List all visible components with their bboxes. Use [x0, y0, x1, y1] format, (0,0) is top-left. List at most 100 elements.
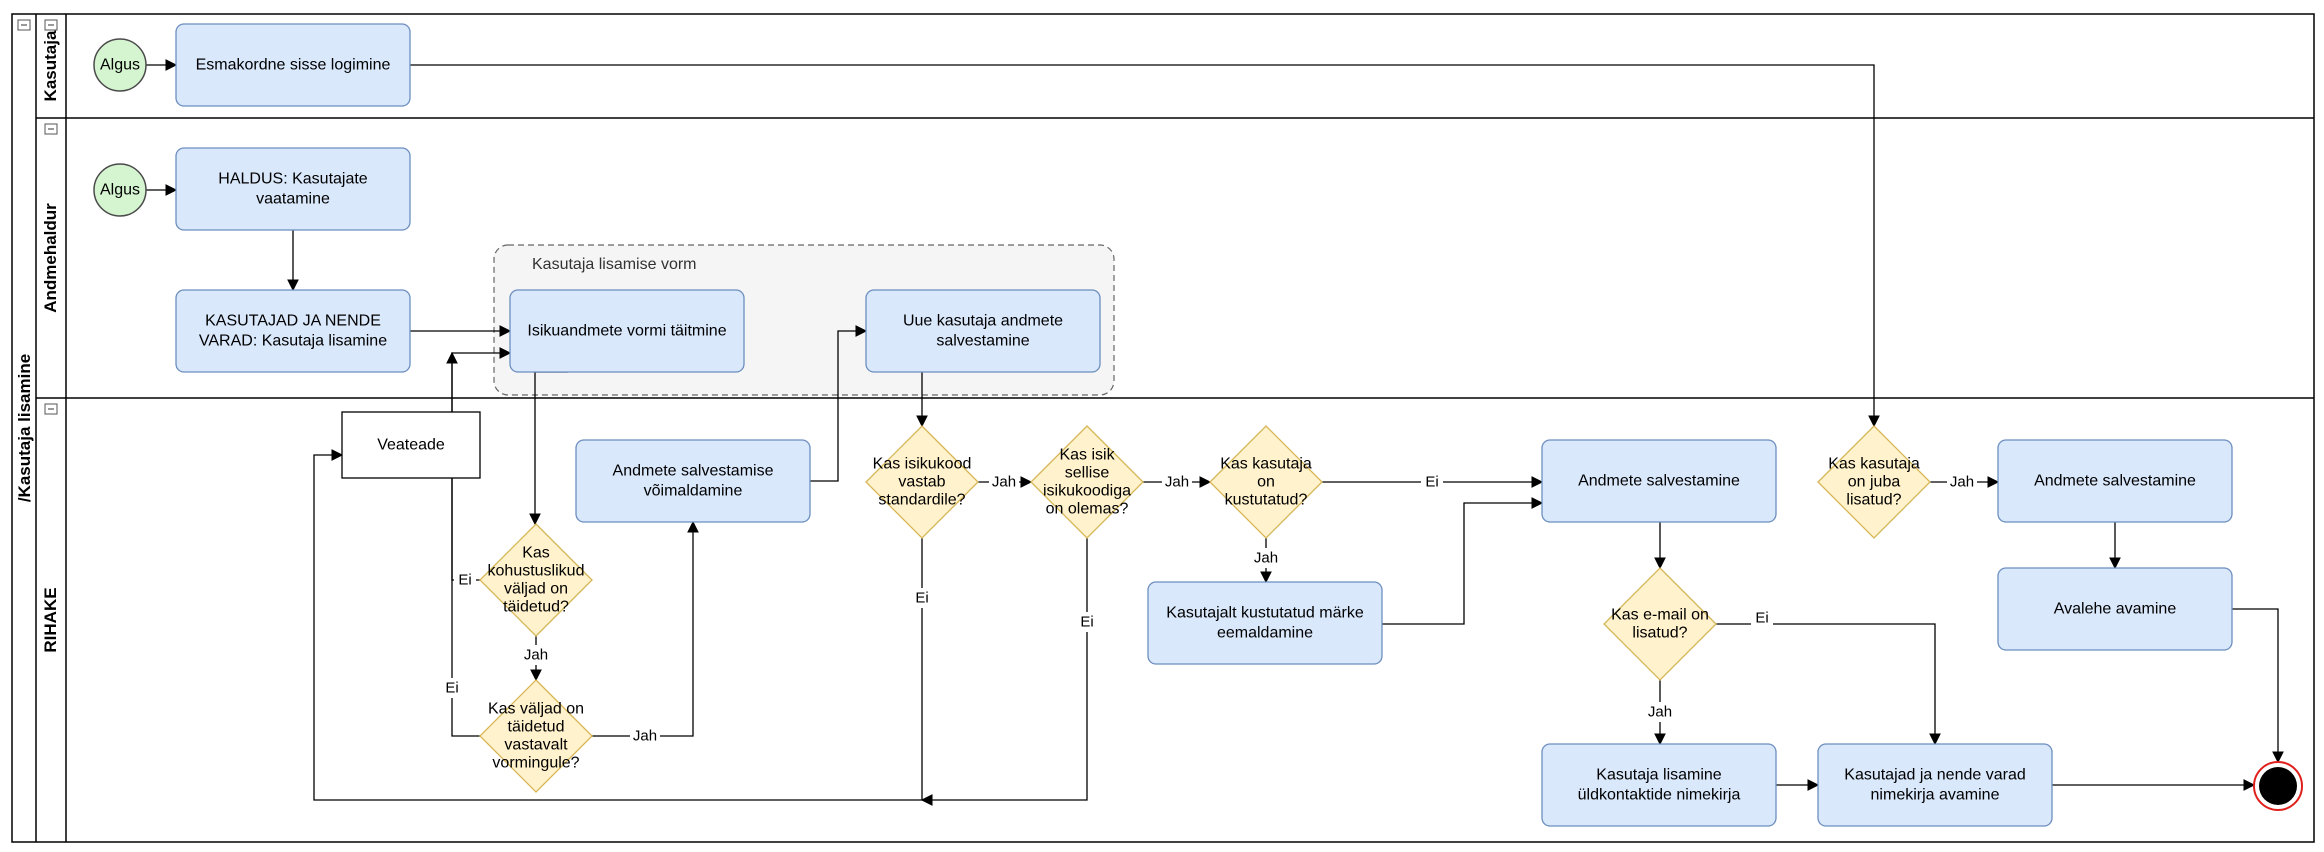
pool-frame	[11, 13, 2315, 843]
pool-title: /Kasutaja lisamine	[15, 354, 34, 502]
edge-label-text: Ei	[458, 572, 471, 589]
edge-label-g_email: Ei	[1751, 608, 1773, 628]
gateway-shape	[1030, 425, 1144, 539]
lane-title-rihake: RIHAKE	[41, 587, 60, 652]
lane-rihake-collapse-icon[interactable]	[44, 403, 58, 415]
edge-label-g_isikukood: Jah	[989, 472, 1019, 492]
node-salvestamine1[interactable]: Andmete salvestamine	[1541, 439, 1777, 523]
edge-g_olemas-to-veateade	[920, 538, 1088, 806]
end-event-core	[2259, 767, 2297, 805]
gateway-shape	[865, 425, 979, 539]
edge-label-text: Ei	[1425, 474, 1438, 491]
gateway-shape	[1817, 425, 1931, 539]
edge-label-text: Ei	[1080, 614, 1093, 631]
lane-title-kasutaja: Kasutaja	[41, 30, 60, 101]
gateway-shape	[479, 679, 593, 793]
task-label: Isikuandmete vormi täitmine	[527, 323, 726, 340]
edge-avalehe-to-end	[2232, 608, 2284, 764]
gateway-shape	[1603, 567, 1717, 681]
task-shape	[175, 23, 411, 107]
edge-g_isikukood-to-veateade	[313, 449, 923, 801]
task-shape	[1541, 439, 1777, 523]
task-shape	[175, 289, 411, 373]
edge-label-g_kustutatud: Ei	[1421, 472, 1443, 492]
node-esmakordne[interactable]: Esmakordne sisse logimine	[175, 23, 411, 107]
edge-label-text: Jah	[992, 474, 1016, 491]
start-event-shape	[93, 163, 147, 217]
task-shape	[1997, 567, 2233, 651]
node-veateade[interactable]: Veateade	[341, 411, 481, 479]
task-shape	[175, 147, 411, 231]
note-label: Veateade	[377, 437, 445, 454]
edge-voimaldamine-to-uue_kasutaja	[810, 325, 868, 482]
edge-label-g_kustutatud: Jah	[1251, 548, 1281, 568]
edge-label-g_vormingule: Ei	[441, 678, 463, 698]
edge-g_vormingule-to-isikuandmete	[446, 351, 480, 737]
edge-label-text: Jah	[633, 728, 657, 745]
edge-label-text: Ei	[445, 680, 458, 697]
pool-collapse-icon[interactable]	[17, 19, 31, 31]
node-isikuandmete[interactable]: Isikuandmete vormi täitmine	[509, 289, 745, 373]
task-label: Andmete salvestamine	[1578, 473, 1740, 490]
task-shape	[1147, 581, 1383, 665]
task-shape	[575, 439, 811, 523]
edge-label-g_kohustuslikud: Ei	[454, 570, 476, 590]
task-shape	[1817, 743, 2053, 827]
task-shape	[1997, 439, 2233, 523]
lane-kasutaja-collapse-icon[interactable]	[44, 19, 58, 31]
edge-label-g_email: Jah	[1645, 702, 1675, 722]
lane-title-andmehaldur: Andmehaldur	[41, 203, 60, 313]
node-avalehe[interactable]: Avalehe avamine	[1997, 567, 2233, 651]
edge-label-text: Jah	[524, 647, 548, 664]
task-label: Andmete salvestamine	[2034, 473, 2196, 490]
edge-label-text: Ei	[915, 590, 928, 607]
edge-label-g_vormingule: Jah	[630, 726, 660, 746]
edge-label-g_isikukood: Ei	[911, 588, 933, 608]
task-shape	[509, 289, 745, 373]
task-label: Avalehe avamine	[2054, 601, 2177, 618]
node-salvestamine2[interactable]: Andmete salvestamine	[1997, 439, 2233, 523]
lane-andmehaldur-collapse-icon[interactable]	[44, 123, 58, 135]
edge-label-g_olemas: Ei	[1076, 612, 1098, 632]
start-event-shape	[93, 38, 147, 92]
edge-esmakordne-to-g_juba	[410, 64, 1880, 428]
edge-label-g_juba: Jah	[1947, 472, 1977, 492]
node-start1[interactable]: Algus	[93, 38, 147, 92]
start-event-label: Algus	[100, 182, 140, 199]
task-shape	[1541, 743, 1777, 827]
edge-g_vormingule-to-voimaldamine	[592, 520, 699, 737]
task-shape	[865, 289, 1101, 373]
edge-kustutatud_marke-to-salvestamine1	[1382, 497, 1544, 625]
node-start2[interactable]: Algus	[93, 163, 147, 217]
node-end[interactable]	[2253, 761, 2303, 811]
edge-g_email-to-nimekirja	[1716, 623, 1941, 746]
edge-label-text: Jah	[1165, 474, 1189, 491]
